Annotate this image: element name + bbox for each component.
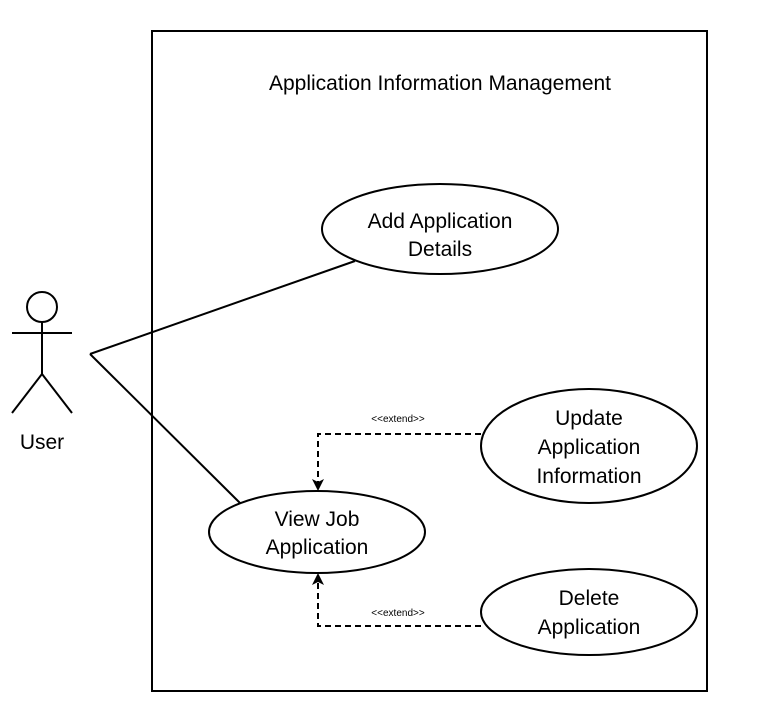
extend-arrow-update: [312, 433, 481, 491]
use-case-label-line2: Application: [538, 616, 641, 639]
use-case-label-line1: View Job: [275, 508, 360, 531]
extend-label-delete: <<extend>>: [371, 608, 425, 619]
association-user-add-details: [89, 260, 356, 355]
use-case-label-line1: Delete: [559, 587, 620, 610]
use-case-add-application-details[interactable]: Add Application Details: [321, 183, 559, 275]
use-case-label-line2: Details: [408, 238, 472, 261]
actor-user[interactable]: User: [11, 291, 73, 454]
association-user-view-job: [89, 353, 241, 504]
use-case-ellipse: [480, 568, 698, 656]
use-case-label-line2: Application: [538, 436, 641, 459]
use-case-delete-application[interactable]: Delete Application: [480, 568, 698, 656]
use-case-label-line1: Update: [555, 407, 623, 430]
actor-right-leg: [41, 373, 73, 414]
system-title: Application Information Management: [269, 72, 611, 95]
extend-arrow-delete: [312, 573, 481, 627]
use-case-label-line3: Information: [536, 465, 641, 488]
use-case-update-application-information[interactable]: Update Application Information: [480, 388, 698, 504]
system-boundary: [151, 30, 708, 692]
use-case-label-line1: Add Application: [368, 210, 513, 233]
extend-label-update: <<extend>>: [371, 414, 425, 425]
use-case-label-line2: Application: [266, 536, 369, 559]
use-case-ellipse: [208, 490, 426, 574]
use-case-ellipse: [480, 388, 698, 504]
actor-label: User: [20, 431, 64, 454]
use-case-view-job-application[interactable]: View Job Application: [208, 490, 426, 574]
actor-head: [26, 291, 58, 323]
use-case-ellipse: [321, 183, 559, 275]
actor-left-leg: [11, 373, 43, 414]
